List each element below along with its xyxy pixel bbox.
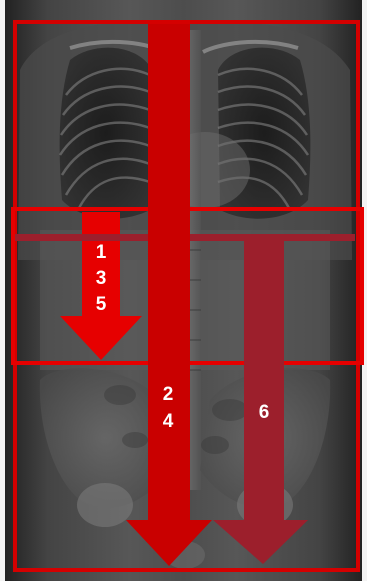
sequence-label: 2	[163, 384, 174, 405]
arrow-right-label: 6	[259, 402, 270, 423]
arrow-left-label: 1 3 5	[96, 242, 107, 315]
sequence-label: 5	[96, 294, 107, 315]
sequence-label: 4	[163, 411, 174, 432]
left-lung	[60, 48, 152, 219]
sequence-label: 1	[96, 242, 107, 263]
sequence-label: 6	[259, 402, 270, 423]
sequence-label: 3	[96, 268, 107, 289]
